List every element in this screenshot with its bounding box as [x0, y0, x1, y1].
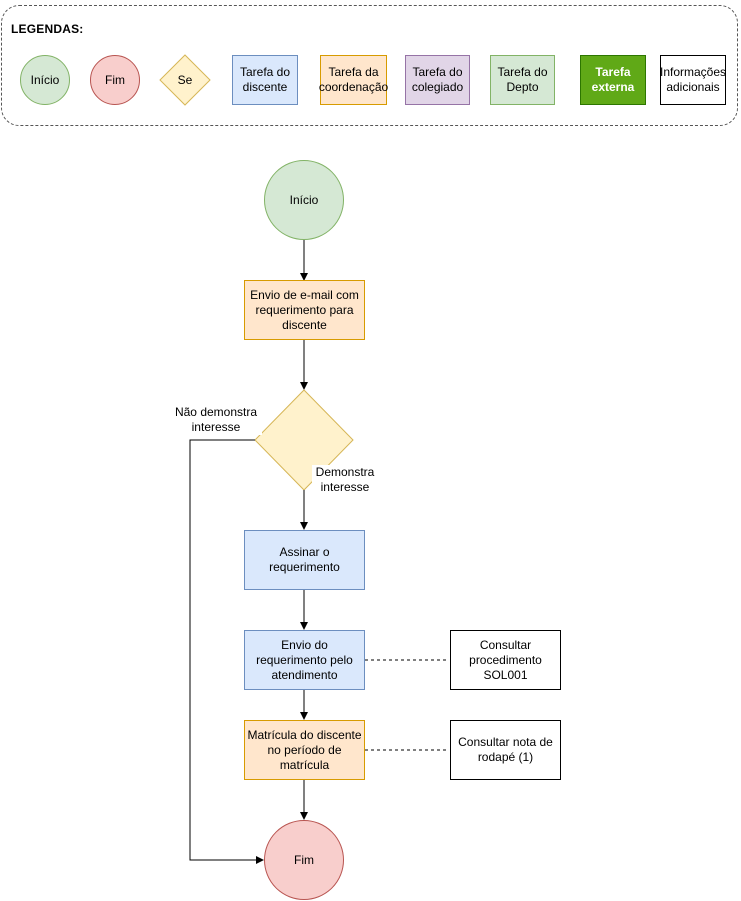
legend-info-label: Informações adicionais	[659, 65, 727, 94]
note-sol001: Consultar procedimento SOL001	[450, 630, 561, 690]
legend-external-task-label: Tarefa externa	[591, 65, 635, 94]
no-interest-label: Não demonstra interesse	[170, 405, 262, 435]
sign-request-label: Assinar o requerimento	[269, 545, 340, 574]
legend-decision-diamond	[159, 54, 211, 106]
legend-coord-task: Tarefa da coordenação	[318, 55, 389, 105]
legend-end-circle: Fim	[90, 55, 140, 105]
legend-student-task-label: Tarefa do discente	[239, 65, 291, 94]
legend-dept-task: Tarefa do Depto	[490, 55, 555, 105]
start-node: Início	[264, 160, 344, 240]
legend-decision-label: Se	[177, 72, 193, 87]
note-footnote: Consultar nota de rodapé (1)	[450, 720, 561, 780]
send-request-label: Envio do requerimento pelo atendimento	[256, 637, 353, 682]
legend-decision-label-box: Se	[160, 55, 210, 105]
legend-colleg-task-label: Tarefa do colegiado	[411, 65, 464, 94]
enrollment-label: Matrícula do discente no período de matr…	[247, 727, 362, 772]
legend-external-task: Tarefa externa	[580, 55, 646, 105]
send-email-label: Envio de e-mail com requerimento para di…	[250, 287, 359, 332]
legend-dept-task-label: Tarefa do Depto	[497, 65, 548, 94]
legend-start-label: Início	[30, 72, 60, 87]
note-footnote-label: Consultar nota de rodapé (1)	[458, 735, 553, 764]
arrow-no-interest-to-end	[189, 439, 264, 864]
legend-colleg-task: Tarefa do colegiado	[405, 55, 470, 105]
sign-request-task: Assinar o requerimento	[244, 530, 365, 590]
legend-end-label: Fim	[105, 72, 125, 87]
end-node: Fim	[264, 820, 344, 900]
legend-start-circle: Início	[20, 55, 70, 105]
end-node-label: Fim	[294, 852, 314, 867]
legend-student-task: Tarefa do discente	[232, 55, 298, 105]
start-node-label: Início	[289, 192, 319, 207]
send-email-task: Envio de e-mail com requerimento para di…	[244, 280, 365, 340]
legend-coord-task-label: Tarefa da coordenação	[318, 65, 389, 94]
note-sol001-label: Consultar procedimento SOL001	[469, 637, 542, 682]
legend-info-box: Informações adicionais	[660, 55, 726, 105]
legend-frame	[1, 5, 738, 126]
send-request-task: Envio do requerimento pelo atendimento	[244, 630, 365, 690]
enrollment-task: Matrícula do discente no período de matr…	[244, 720, 365, 780]
interest-label: Demonstra interesse	[312, 465, 378, 495]
legend-title: LEGENDAS:	[11, 22, 84, 36]
